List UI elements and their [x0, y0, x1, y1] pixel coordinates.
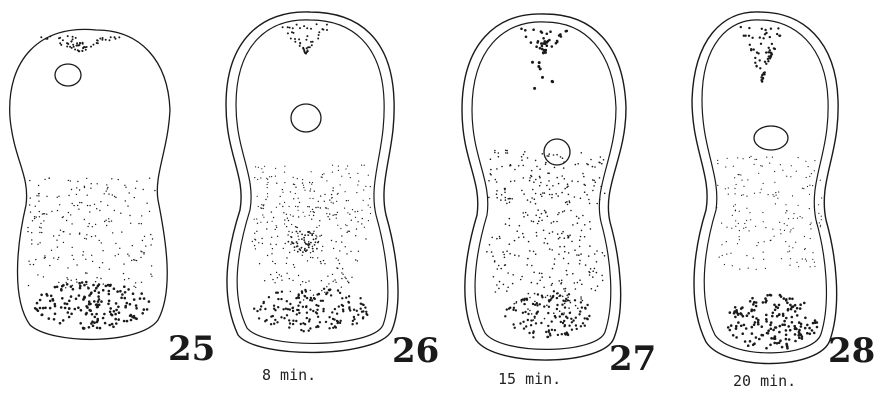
time-label: 8 min.	[262, 366, 316, 384]
yolk-granules	[486, 28, 605, 339]
figure-number: 27	[609, 339, 656, 379]
figure-28: 28 20 min.	[692, 12, 875, 390]
nucleus	[55, 64, 81, 86]
figure-number: 28	[828, 331, 875, 371]
figure-number: 25	[168, 329, 215, 369]
yolk-granules	[716, 26, 822, 350]
figure-25: 25	[10, 29, 216, 369]
egg-outline	[10, 29, 170, 339]
yolk-granules	[27, 35, 155, 330]
nucleus	[544, 139, 570, 165]
nucleus	[291, 104, 321, 132]
nucleus	[754, 126, 788, 150]
egg-outline	[236, 20, 388, 344]
figure-26: 26 8 min.	[226, 12, 439, 384]
figure-27: 27 15 min.	[462, 14, 656, 388]
time-label: 20 min.	[733, 372, 796, 390]
egg-membrane	[692, 12, 838, 364]
yolk-granules	[252, 23, 372, 332]
figure-number: 26	[392, 331, 439, 371]
time-label: 15 min.	[498, 370, 561, 388]
